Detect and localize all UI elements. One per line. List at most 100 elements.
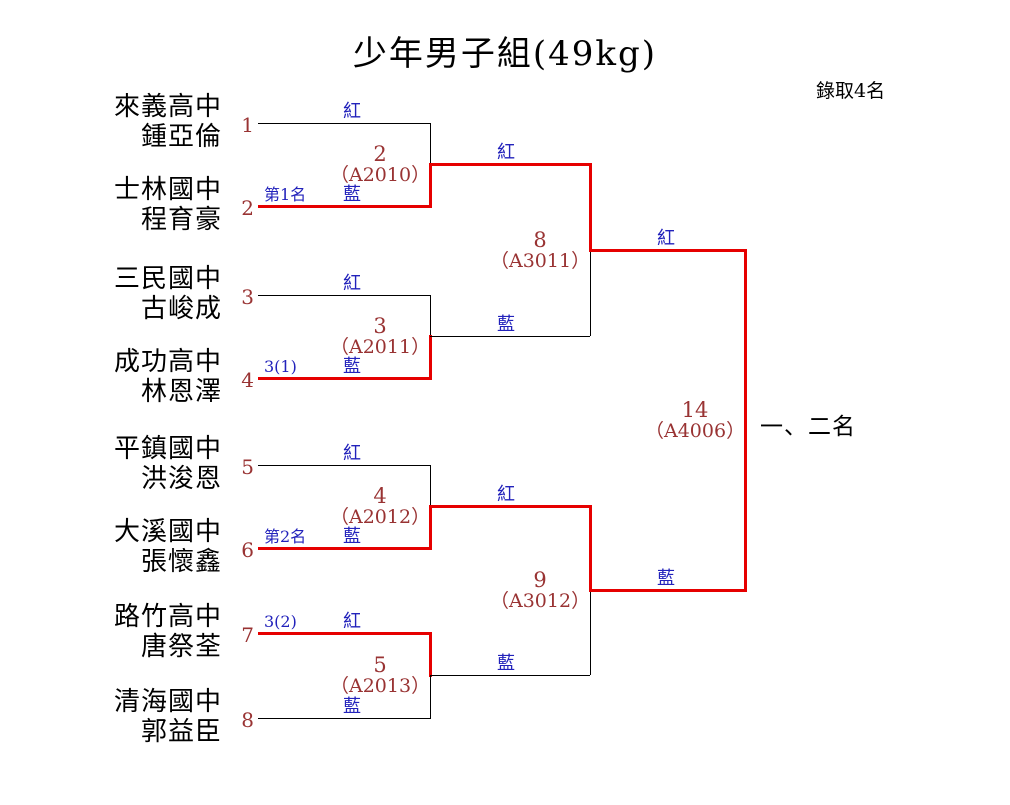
competitor-line-winner [258, 205, 432, 208]
competitor-name: 程育豪 [141, 205, 223, 235]
match-connector [590, 250, 591, 336]
corner-label: 藍 [343, 184, 361, 205]
advance-line-winner [589, 589, 747, 592]
match-number: 3 [373, 314, 387, 338]
match-connector-winner [429, 335, 432, 380]
match-connector-winner [429, 505, 432, 550]
match-number: 8 [533, 228, 547, 252]
seed-number: 4 [241, 368, 254, 392]
seed-number: 6 [241, 538, 254, 562]
match-code: （A4006） [645, 420, 746, 442]
match-connector-winner [589, 505, 592, 592]
competitor-line-winner [258, 547, 432, 550]
competitor-name: 古峻成 [141, 294, 223, 324]
competitor-entry: 清海國中 郭益臣 [114, 688, 284, 747]
match-label: 9 （A3012） [490, 569, 590, 612]
corner-label: 藍 [497, 653, 515, 674]
competitor-name: 林恩澤 [141, 377, 223, 407]
competitor-name: 洪浚恩 [141, 464, 223, 494]
competitor-school: 成功高中 [114, 347, 223, 377]
competitor-entry: 成功高中 林恩澤 [114, 348, 284, 407]
advance-line [430, 336, 590, 337]
competitor-line [258, 123, 431, 124]
match-connector-winner [589, 163, 592, 252]
competitor-school: 來義高中 [114, 92, 223, 122]
corner-label: 藍 [657, 568, 675, 589]
placement-note: 3(1) [264, 357, 297, 376]
qualifier-note: 錄取4名 [816, 80, 886, 102]
competitor-school: 三民國中 [114, 264, 223, 294]
match-label: 2 （A2010） [330, 143, 430, 186]
corner-label: 紅 [497, 484, 515, 505]
match-connector [430, 295, 431, 336]
match-connector-winner [429, 163, 432, 208]
competitor-name: 郭益臣 [141, 717, 223, 747]
advance-line-winner [589, 249, 747, 252]
corner-label: 藍 [343, 356, 361, 377]
match-number: 2 [373, 142, 387, 166]
competitor-entry: 士林國中 程育豪 [114, 176, 284, 235]
seed-number: 5 [241, 455, 254, 479]
corner-label: 紅 [657, 228, 675, 249]
match-number: 5 [373, 653, 387, 677]
competitor-name: 鍾亞倫 [141, 122, 223, 152]
competitor-entry: 大溪國中 張懷鑫 [114, 518, 284, 577]
corner-label: 紅 [343, 611, 361, 632]
match-connector-winner [429, 632, 432, 677]
corner-label: 紅 [343, 273, 361, 294]
match-number: 9 [533, 568, 547, 592]
competitor-line [258, 718, 431, 719]
competitor-school: 平鎮國中 [114, 434, 223, 464]
corner-label: 藍 [497, 314, 515, 335]
placement-note: 第2名 [264, 527, 307, 546]
competitor-line-winner [258, 632, 432, 635]
corner-label: 紅 [497, 142, 515, 163]
placement-note: 3(2) [264, 612, 297, 631]
match-label: 4 （A2012） [330, 485, 430, 528]
competitor-line-winner [258, 377, 432, 380]
competitor-line [258, 465, 431, 466]
seed-number: 3 [241, 285, 254, 309]
match-code: （A3012） [490, 590, 591, 612]
match-number: 4 [373, 484, 387, 508]
final-connector-winner [744, 249, 747, 592]
match-code: （A2013） [330, 675, 431, 697]
competitor-school: 清海國中 [114, 687, 223, 717]
competitor-name: 唐祭荃 [141, 632, 223, 662]
page-title: 少年男子組(49kg) [352, 34, 658, 74]
placement-note: 第1名 [264, 185, 307, 204]
corner-label: 藍 [343, 526, 361, 547]
match-code: （A2011） [330, 336, 431, 358]
match-code: （A3011） [490, 250, 591, 272]
advance-line-winner [429, 505, 592, 508]
match-connector [430, 675, 431, 719]
competitor-school: 路竹高中 [114, 602, 223, 632]
seed-number: 8 [241, 708, 254, 732]
competitor-school: 大溪國中 [114, 517, 223, 547]
advance-line-winner [429, 163, 592, 166]
seed-number: 7 [241, 623, 254, 647]
match-connector [430, 123, 431, 164]
match-connector [590, 590, 591, 675]
match-code: （A2012） [330, 506, 431, 528]
match-label: 8 （A3011） [490, 229, 590, 272]
match-label: 14 （A4006） [645, 399, 745, 442]
seed-number: 2 [241, 196, 254, 220]
placement-label: 一、二名 [760, 414, 856, 440]
competitor-name: 張懷鑫 [141, 547, 223, 577]
match-label: 5 （A2013） [330, 654, 430, 697]
match-code: （A2010） [330, 164, 431, 186]
competitor-school: 士林國中 [114, 175, 223, 205]
match-number: 14 [681, 398, 709, 422]
corner-label: 藍 [343, 696, 361, 717]
competitor-entry: 來義高中 鍾亞倫 [114, 93, 284, 152]
competitor-entry: 路竹高中 唐祭荃 [114, 603, 284, 662]
corner-label: 紅 [343, 101, 361, 122]
match-label: 3 （A2011） [330, 315, 430, 358]
corner-label: 紅 [343, 443, 361, 464]
match-connector [430, 465, 431, 506]
competitor-entry: 三民國中 古峻成 [114, 265, 284, 324]
seed-number: 1 [241, 113, 254, 137]
competitor-line [258, 295, 431, 296]
